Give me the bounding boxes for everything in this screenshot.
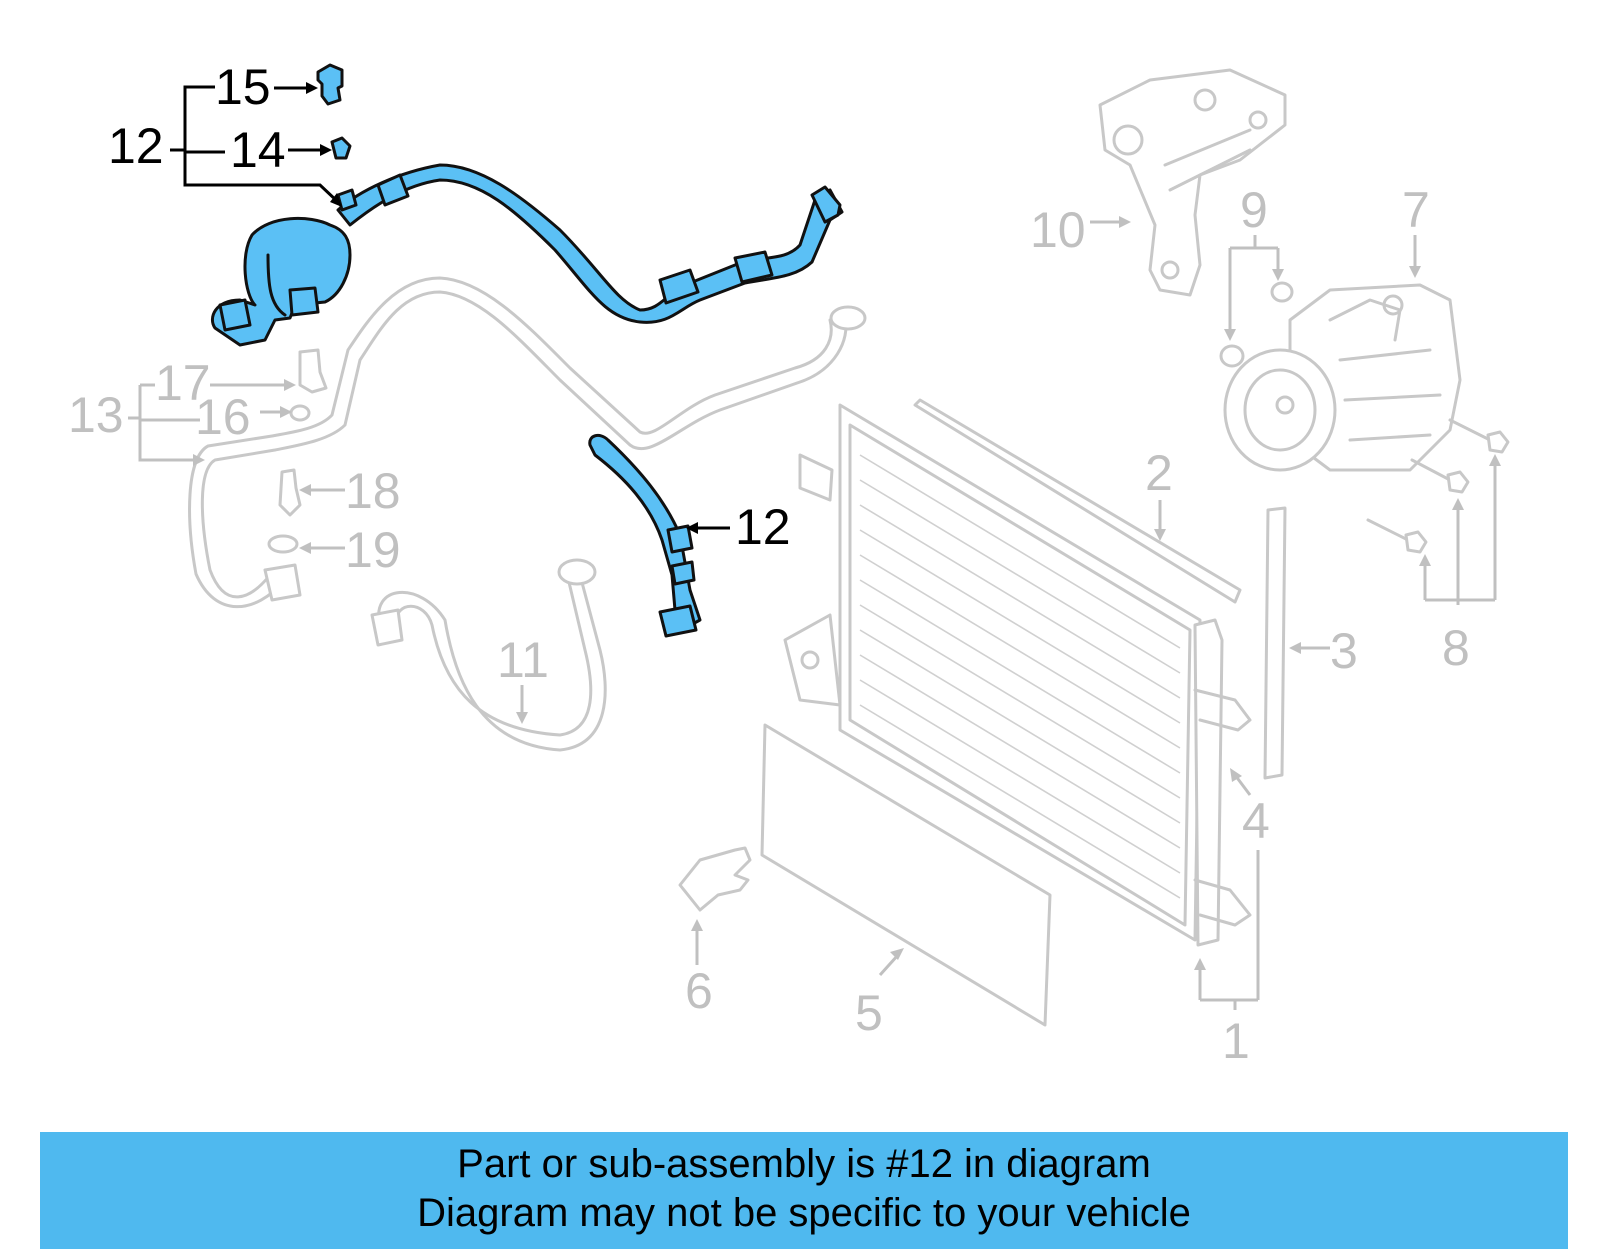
callout-11: 11 [497,632,549,688]
callout-6: 6 [685,963,713,1019]
callout-9: 9 [1240,182,1268,238]
callout-10: 10 [1030,202,1086,258]
leader-8 [1419,454,1501,605]
callout-12-upper: 12 [108,118,164,174]
part-17-sensor [298,348,328,394]
leader-10 [1090,216,1131,228]
callout-2: 2 [1145,445,1173,501]
condenser-fins [859,454,1181,899]
banner-line-1: Part or sub-assembly is #12 in diagram [457,1142,1151,1186]
part-8-bolts [1366,418,1510,554]
part-7-compressor [1223,283,1462,472]
callout-8: 8 [1442,620,1470,676]
part-13-line [188,276,867,609]
part-12-hose-upper[interactable] [210,163,844,347]
callout-16: 16 [195,389,251,445]
leader-12-lower [686,522,730,534]
leader-12-upper [170,82,342,207]
callout-17: 17 [155,355,211,411]
leader-9 [1224,235,1284,341]
callout-5: 5 [855,985,883,1041]
part-3-seal [1263,506,1287,780]
part-2-seal [913,398,1242,604]
part-10-bracket [1098,68,1287,297]
leader-11 [516,685,528,724]
callout-4: 4 [1242,793,1270,849]
callout-18: 18 [345,463,401,519]
leader-1 [1194,850,1260,1010]
leader-3 [1289,642,1330,654]
leader-5 [878,948,904,977]
callout-7: 7 [1402,182,1430,238]
leader-18 [299,484,345,496]
leader-2 [1154,500,1166,541]
callout-12-lower: 12 [735,499,791,555]
part-16-valve [289,404,311,422]
leader-13 [128,379,296,466]
banner-line-2: Diagram may not be specific to your vehi… [417,1191,1191,1235]
part-9-o-rings [1219,281,1294,368]
part-14-cap[interactable] [330,136,352,160]
part-6-clip [678,846,752,912]
callout-1: 1 [1222,1013,1250,1069]
callout-14: 14 [230,122,286,178]
leader-4 [1230,768,1252,796]
leader-19 [299,542,345,554]
part-5-shield [760,723,1052,1027]
callout-19: 19 [345,522,401,578]
callout-3: 3 [1330,623,1358,679]
callout-13: 13 [68,387,124,443]
part-11-hose [370,558,607,752]
leader-6 [691,919,703,965]
part-15-cap[interactable] [316,63,344,106]
callout-15: 15 [215,59,271,115]
part-12-hose-lower[interactable] [588,433,702,638]
info-banner: Part or sub-assembly is #12 in diagram D… [40,1132,1568,1249]
part-4-condenser [783,403,1252,947]
part-18-switch [278,468,302,517]
part-19-o-ring [267,534,299,554]
leader-7 [1409,235,1421,278]
